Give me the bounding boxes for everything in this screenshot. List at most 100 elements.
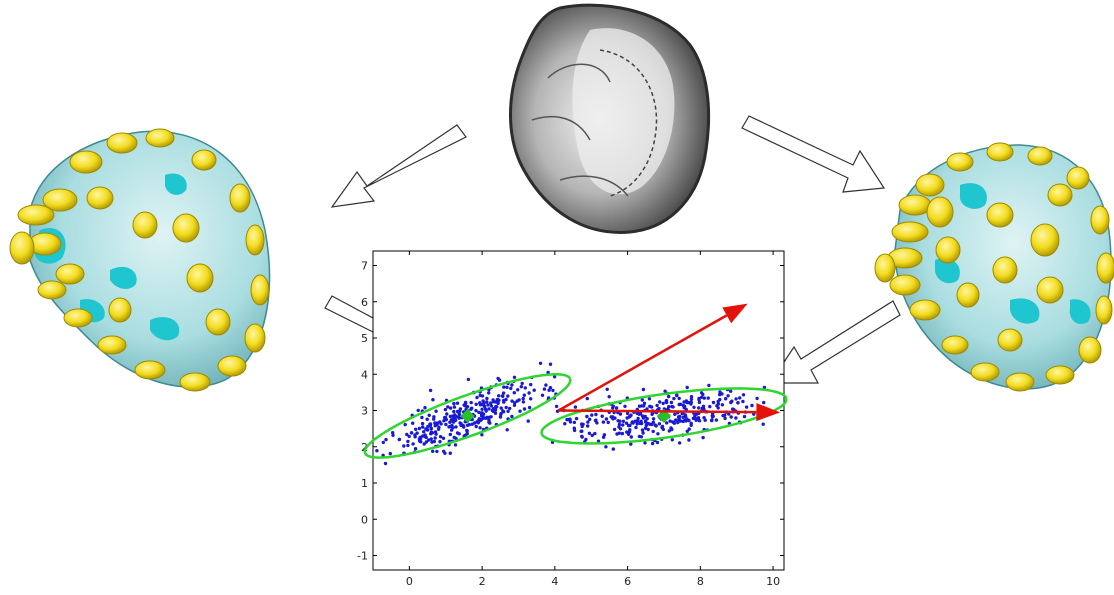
scatter-point [452,405,457,409]
cluster-ellipses [363,373,788,459]
scatter-point [716,406,720,410]
scatter-point [641,387,646,392]
scatter-point [483,416,488,420]
scatter-point [426,438,431,442]
scatter-point [442,419,446,423]
scatter-point [691,416,696,421]
scatter-point [697,398,701,402]
cluster-centroid [460,408,475,424]
scatter-point [448,451,452,455]
scatter-point [714,418,719,422]
scatter-point [701,392,705,397]
scatter-point [406,443,410,448]
scatter-point [670,404,674,409]
scatter-point [620,431,625,436]
scatter-point [498,415,503,419]
scatter-point [724,397,728,401]
scatter-point [497,398,501,402]
scatter-point [497,378,502,382]
scatter-point [429,426,433,430]
scatter-point [384,437,388,442]
scatter-point [462,403,466,407]
scatter-point [701,404,706,408]
scatter-point [685,429,689,433]
scatter-point [635,422,639,426]
scatter-point [453,418,458,422]
scatter-point [650,412,654,416]
scatter-point [661,427,665,432]
y-tick-label: 2 [361,441,368,454]
scatter-point [687,427,691,431]
scatter-point [487,407,491,411]
scatter-point [601,420,606,424]
scatter-point [455,431,460,435]
scatter-point [761,422,765,426]
scatter-point [478,401,482,405]
scatter-point [529,397,533,401]
scatter-point [502,385,506,389]
scatter-point [479,418,483,422]
scatter-point [721,413,725,418]
scatter-point [457,409,462,413]
scatter-point [544,383,548,387]
scatter-point [409,431,414,435]
scatter-point [516,388,520,392]
scatter-point [442,449,446,453]
vector-arrowhead [722,303,748,324]
scatter-point [480,433,484,437]
scatter-point [407,434,411,439]
scatter-point [647,397,652,401]
scatter-point [414,427,418,431]
scatter-point [611,406,615,410]
scatter-point [554,404,559,409]
scatter-point [741,393,746,397]
scatter-point [645,417,649,421]
scatter-point [429,430,434,434]
scatter-point [505,385,509,389]
scatter-point [483,404,487,409]
scatter-point [508,406,512,411]
scatter-point [642,401,647,405]
scatter-point [432,417,436,421]
scatter-point [644,420,648,424]
scatter-point [587,431,592,435]
scatter-point [443,407,448,412]
scatter-point [654,424,658,428]
vector-shaft [557,314,728,412]
scatter-point [639,419,643,423]
scatter-point [486,403,490,407]
scatter-point [527,391,531,395]
scatter-point [572,428,577,433]
x-tick-label: 0 [406,575,413,588]
scatter-point [505,428,509,432]
scatter-point [657,422,662,426]
scatter-point [580,429,584,433]
scatter-point [452,409,456,414]
scatter-point [734,397,738,401]
scatter-point [702,407,706,411]
scatter-point [502,398,506,403]
scatter-point [655,440,660,445]
scatter-point [710,418,714,422]
scatter-point [701,435,705,440]
scatter-point [421,434,425,438]
scatter-point [422,430,426,434]
scatter-point [443,415,447,420]
scatter-point [434,409,438,413]
scatter-point [506,409,510,413]
scatter-point [527,405,532,410]
scatter-point [623,404,627,408]
scatter-point [540,393,545,397]
scatter-point [675,393,679,398]
scatter-point [670,427,674,432]
scatter-point [730,399,734,403]
scatter-point [593,431,597,436]
scatter-point [421,425,425,429]
scatter-point [466,377,471,382]
scatter-point [474,408,478,413]
scatter-point [580,434,584,439]
scatter-point [566,417,571,422]
scatter-point [664,400,669,405]
scatter-point [586,420,590,424]
